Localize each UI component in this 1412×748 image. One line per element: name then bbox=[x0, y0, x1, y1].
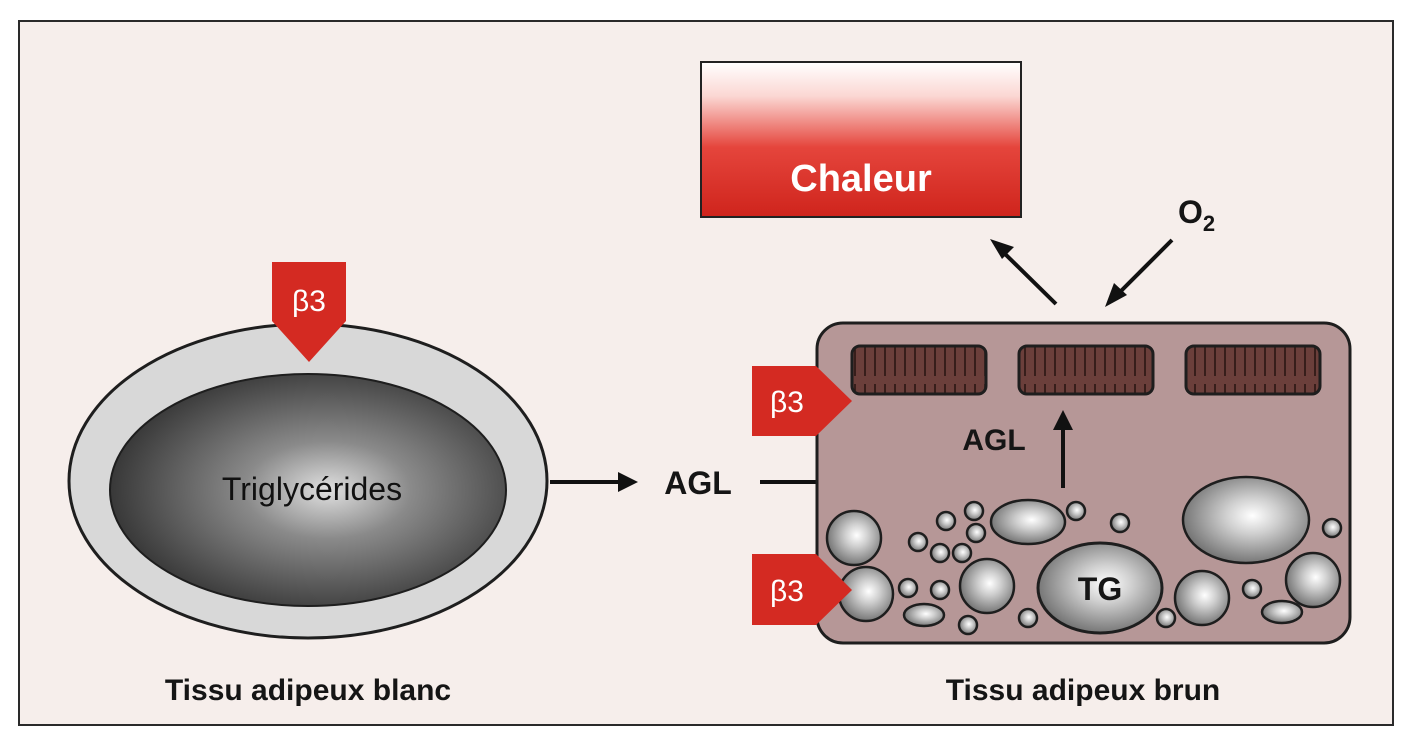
heat-label: Chaleur bbox=[790, 158, 932, 200]
brown-adipose-cell bbox=[815, 321, 1352, 645]
triglycerides-label: Triglycérides bbox=[222, 471, 402, 507]
beta3-label-white: β3 bbox=[292, 285, 326, 318]
lipid-droplets bbox=[825, 475, 1343, 636]
brown-adipose-caption: Tissu adipeux brun bbox=[946, 674, 1221, 707]
beta3-receptor-brown-bottom: β3 bbox=[752, 554, 852, 625]
mitochondrion bbox=[1017, 344, 1155, 396]
heat-box: Chaleur bbox=[700, 61, 1022, 218]
agl-inner-arrow-head-icon bbox=[1053, 410, 1073, 430]
agl-flow-label: AGL bbox=[664, 465, 732, 501]
white-adipose-caption: Tissu adipeux blanc bbox=[165, 674, 451, 707]
mitochondrion bbox=[1184, 344, 1322, 396]
tg-droplet: TG bbox=[1036, 541, 1164, 635]
beta3-receptor-white: β3 bbox=[272, 262, 346, 362]
beta3-label-brown-bottom: β3 bbox=[770, 575, 804, 608]
agl-out-arrow-head-icon bbox=[618, 472, 638, 492]
white-adipose-cell: Triglycérides bbox=[67, 322, 549, 640]
heat-arrow-head-icon bbox=[990, 239, 1014, 259]
tg-label: TG bbox=[1078, 571, 1122, 607]
beta3-label-brown-top: β3 bbox=[770, 386, 804, 419]
oxygen-label: O2 bbox=[1178, 194, 1215, 236]
agl-inner-label: AGL bbox=[962, 424, 1025, 457]
oxygen-input-arrow bbox=[1112, 238, 1174, 300]
beta3-receptor-brown-top: β3 bbox=[752, 366, 852, 436]
heat-output-arrow bbox=[998, 247, 1058, 306]
mitochondrion bbox=[850, 344, 988, 396]
oxygen-arrow-head-icon bbox=[1105, 283, 1127, 307]
